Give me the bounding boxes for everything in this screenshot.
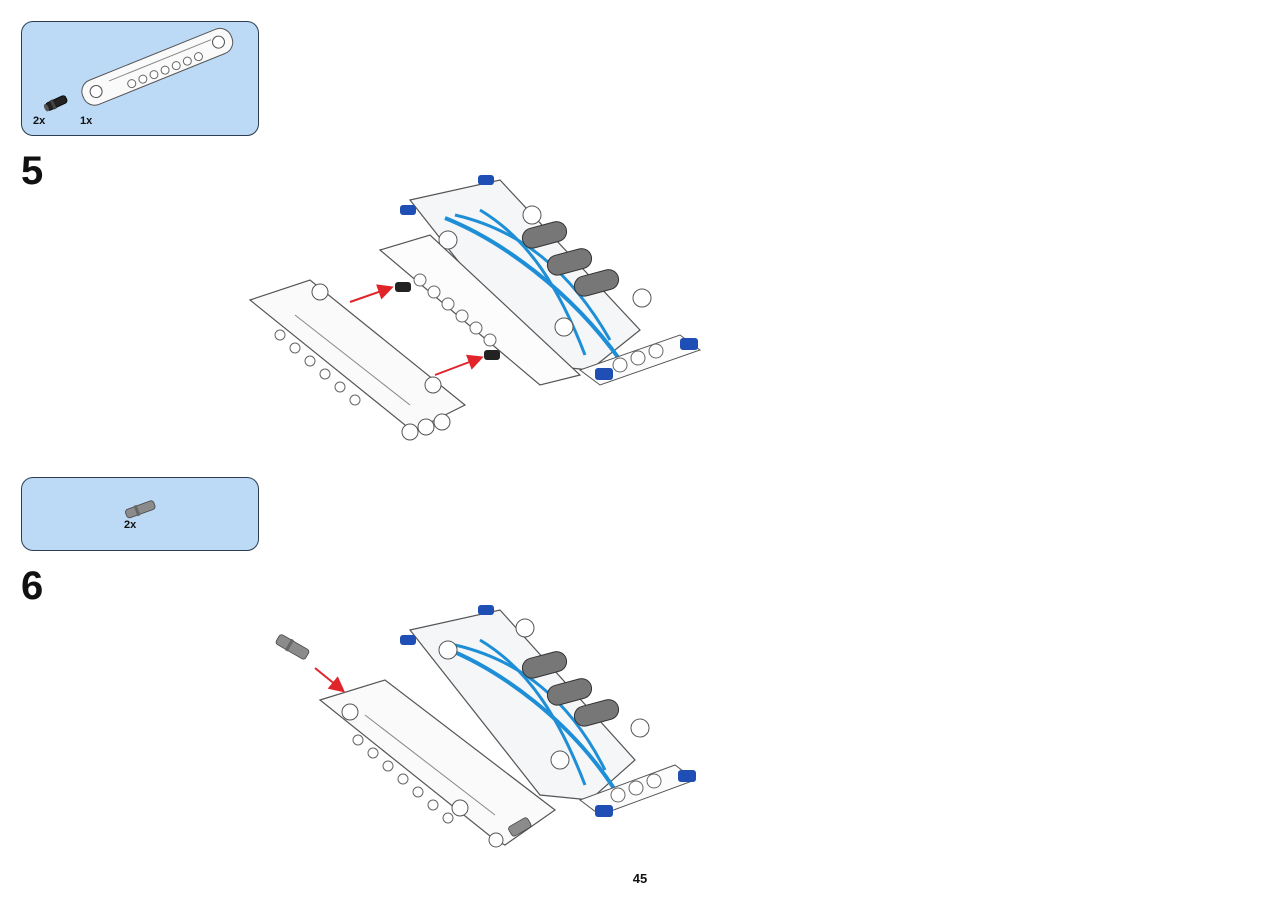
decorated-panel xyxy=(408,179,652,371)
part-quantity: 2x xyxy=(124,519,137,531)
white-beam xyxy=(378,234,582,386)
black-friction-pin-icon xyxy=(484,350,500,360)
parts-callout-step-5: 2x 1x xyxy=(21,21,259,136)
blue-pin-icon xyxy=(678,770,696,782)
white-panel-icon xyxy=(81,27,234,106)
assembly-arrow xyxy=(349,284,394,303)
gray-axle-pin-icon xyxy=(125,500,156,519)
blue-pin-icon xyxy=(680,338,698,350)
blue-pin-icon xyxy=(595,368,613,380)
decorated-panel xyxy=(408,609,650,801)
gray-axle-pin-icon xyxy=(508,817,532,837)
assembly-arrow xyxy=(434,354,484,376)
page-number: 45 xyxy=(632,871,648,886)
gray-axle-pin-icon xyxy=(275,634,310,660)
step-number: 6 xyxy=(21,564,44,608)
part-quantity: 1x xyxy=(80,115,93,127)
step-5-illustration xyxy=(248,175,702,441)
white-panel xyxy=(248,279,467,441)
parts-callout-art xyxy=(43,27,234,112)
step-6-illustration xyxy=(275,605,697,848)
part-quantity: 2x xyxy=(33,115,46,127)
blue-pin-icon xyxy=(595,805,613,817)
black-friction-pin-icon xyxy=(43,95,68,112)
white-panel xyxy=(318,679,557,848)
parts-callout-art xyxy=(125,500,156,519)
parts-callout-step-6: 2x xyxy=(21,477,259,551)
blue-pin-icon xyxy=(478,605,494,615)
blue-pin-icon xyxy=(400,205,416,215)
black-friction-pin-icon xyxy=(395,282,411,292)
blue-pin-icon xyxy=(400,635,416,645)
assembly-arrow xyxy=(314,667,346,693)
step-number: 5 xyxy=(21,149,44,193)
blue-pin-icon xyxy=(478,175,494,185)
